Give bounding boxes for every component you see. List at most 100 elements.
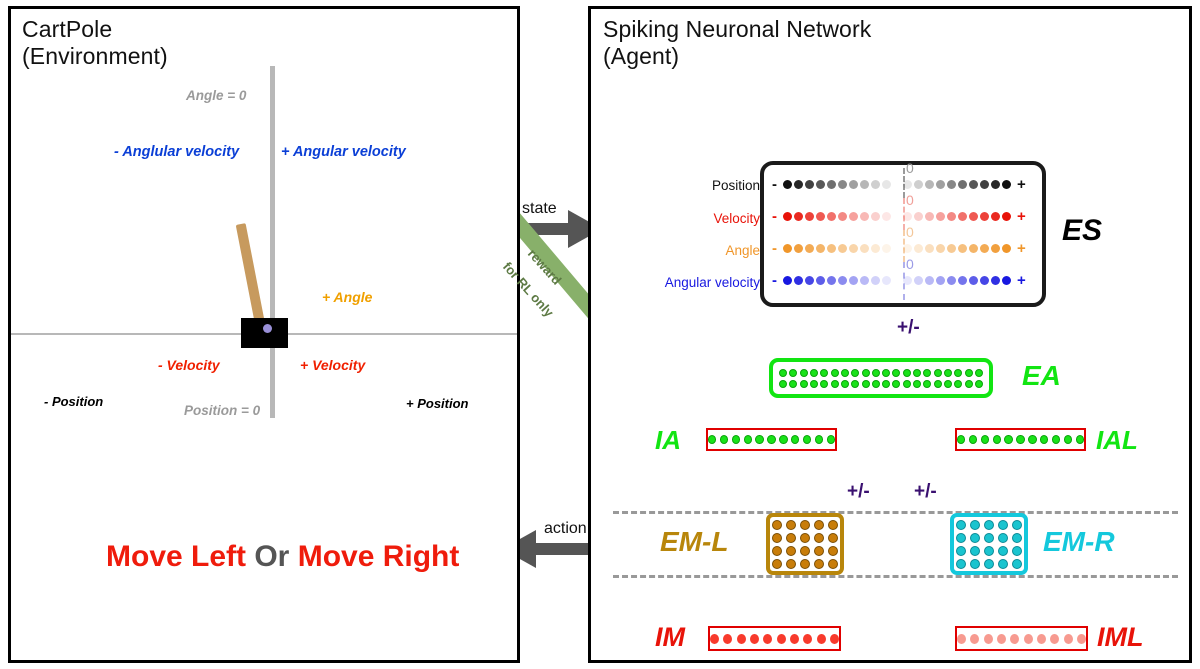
es-dot — [903, 212, 912, 221]
es-dot — [958, 212, 967, 221]
em-dot — [1012, 532, 1022, 543]
im-dot — [736, 633, 746, 644]
es-dot — [969, 180, 978, 189]
em-dot — [814, 558, 824, 569]
es-dot — [969, 244, 978, 253]
em-dot — [984, 532, 994, 543]
es-dot — [969, 212, 978, 221]
ea-dot — [861, 368, 870, 377]
im-dot — [1023, 633, 1033, 644]
pos-velocity-label: + Velocity — [300, 357, 366, 373]
im-dot — [983, 633, 993, 644]
em-dot — [828, 532, 838, 543]
ea-dot — [830, 379, 839, 388]
ea-dot — [954, 368, 963, 377]
es-dot-row — [783, 180, 1011, 189]
ia-dot — [1040, 435, 1049, 444]
em-dot — [998, 545, 1008, 556]
ea-dot — [913, 379, 922, 388]
em-l-box — [766, 513, 844, 575]
es-dot — [838, 276, 847, 285]
em-dot — [772, 532, 782, 543]
es-dot — [783, 180, 792, 189]
ea-row — [779, 379, 983, 388]
es-dot — [849, 212, 858, 221]
es-dot — [805, 244, 814, 253]
es-dot — [794, 244, 803, 253]
es-dot — [1002, 244, 1011, 253]
im-dot — [997, 633, 1006, 644]
es-dot — [991, 212, 1000, 221]
es-dot — [805, 180, 814, 189]
em-dot — [772, 519, 782, 530]
es-dot — [783, 212, 792, 221]
position-zero-label: Position = 0 — [184, 403, 261, 418]
plusminus-top: +/- — [897, 317, 920, 338]
es-dot — [991, 244, 1000, 253]
em-l-tag: EM-L — [660, 526, 729, 557]
es-dot — [827, 276, 836, 285]
ea-box — [769, 358, 993, 398]
ea-dot — [789, 379, 798, 388]
ea-dot — [882, 379, 891, 388]
im-dot — [790, 633, 799, 644]
im-box — [708, 626, 841, 651]
es-zero-dashed-line-angle — [903, 230, 905, 262]
es-dot — [849, 244, 858, 253]
es-dot — [958, 180, 967, 189]
es-dot — [871, 212, 880, 221]
ia-dot — [791, 435, 800, 444]
es-dot — [947, 212, 956, 221]
em-dot — [772, 545, 782, 556]
es-dot — [903, 180, 912, 189]
es-dot — [947, 244, 956, 253]
im-dot — [1050, 633, 1060, 644]
ea-dot — [943, 368, 952, 377]
em-row — [772, 558, 838, 569]
em-row — [772, 545, 838, 556]
es-dot — [980, 276, 989, 285]
iml-box — [955, 626, 1088, 651]
move-left-text: Move Left — [106, 540, 247, 573]
ia-dot — [968, 435, 978, 444]
es-dot — [914, 212, 923, 221]
em-row — [772, 519, 838, 530]
em-dot — [800, 519, 810, 530]
es-dot — [925, 244, 934, 253]
es-zero-label-position: 0 — [906, 160, 914, 176]
im-dot — [970, 633, 980, 644]
pos-angle-label: + Angle — [322, 289, 373, 305]
ia-dot — [743, 435, 752, 444]
em-dot — [970, 545, 980, 556]
ea-dot — [840, 368, 849, 377]
em-dot — [956, 545, 966, 556]
es-dot — [882, 212, 891, 221]
es-dot — [1002, 276, 1011, 285]
es-dot — [838, 180, 847, 189]
es-dot — [827, 244, 836, 253]
ial-tag: IAL — [1096, 425, 1138, 455]
cart — [241, 318, 288, 348]
ia-dot — [779, 435, 788, 444]
es-dot — [805, 276, 814, 285]
neg-velocity-label: - Velocity — [158, 357, 220, 373]
em-dot — [970, 558, 980, 569]
ea-dot — [943, 379, 952, 388]
ia-dot — [1004, 435, 1013, 444]
es-dot — [838, 244, 847, 253]
ia-dot — [719, 435, 729, 444]
ea-dot — [882, 368, 891, 377]
em-dot — [1012, 558, 1022, 569]
em-dot — [828, 519, 838, 530]
ia-dot — [957, 435, 966, 444]
es-tag: ES — [1062, 214, 1103, 247]
es-dot — [860, 244, 869, 253]
es-dot — [925, 276, 934, 285]
ea-dot — [923, 379, 932, 388]
es-zero-dashed-line-velocity — [903, 198, 905, 230]
em-dot — [956, 519, 966, 530]
ea-dot — [974, 368, 983, 377]
ea-dot — [789, 368, 798, 377]
es-dot — [991, 276, 1000, 285]
im-dot — [816, 633, 826, 644]
